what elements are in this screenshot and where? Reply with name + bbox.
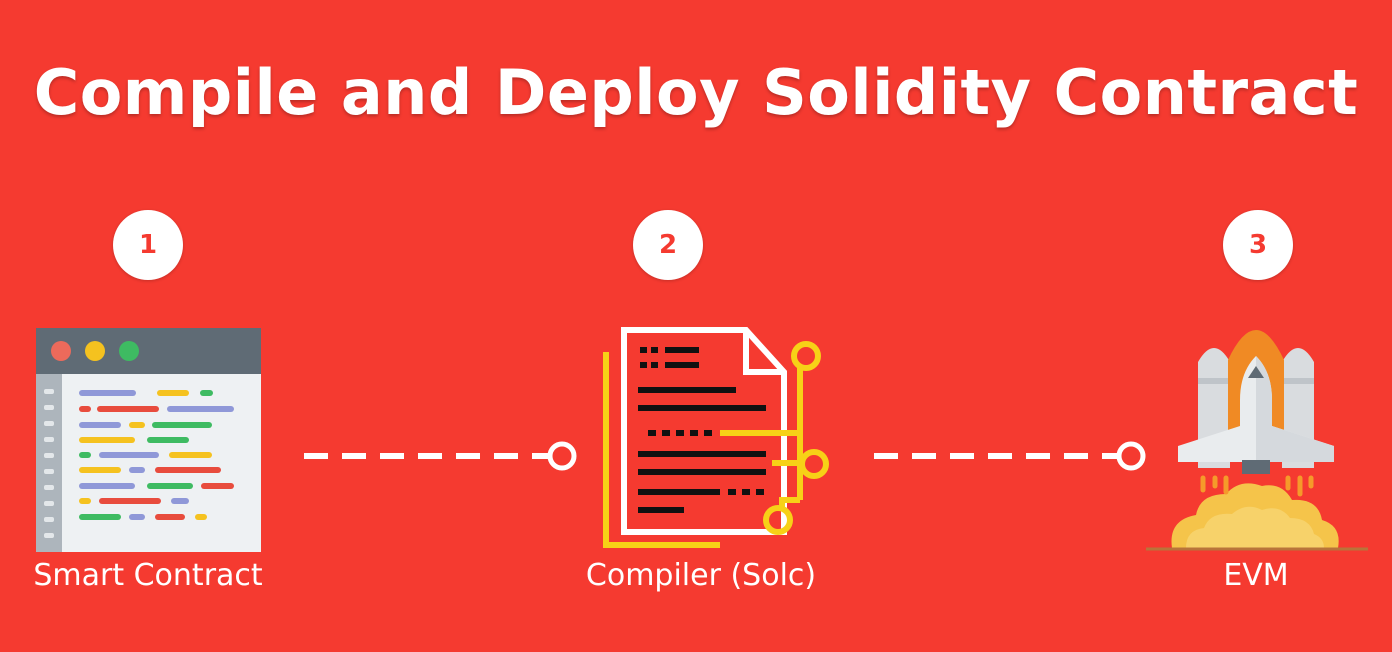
step-2-label: Compiler (Solc) xyxy=(585,558,817,593)
step-3-badge: 3 xyxy=(1223,210,1293,280)
code-window-icon xyxy=(36,328,261,552)
rocket-launch-icon xyxy=(1146,330,1368,551)
step-3-label: EVM xyxy=(1223,558,1289,593)
step-1-label: Smart Contract xyxy=(33,558,263,593)
compiler-document-icon xyxy=(603,327,829,548)
step-2-badge: 2 xyxy=(633,210,703,280)
connector-1-2 xyxy=(304,441,577,471)
connector-2-3 xyxy=(874,441,1146,471)
step-1-badge: 1 xyxy=(113,210,183,280)
diagram-title: Compile and Deploy Solidity Contract xyxy=(33,56,1359,129)
